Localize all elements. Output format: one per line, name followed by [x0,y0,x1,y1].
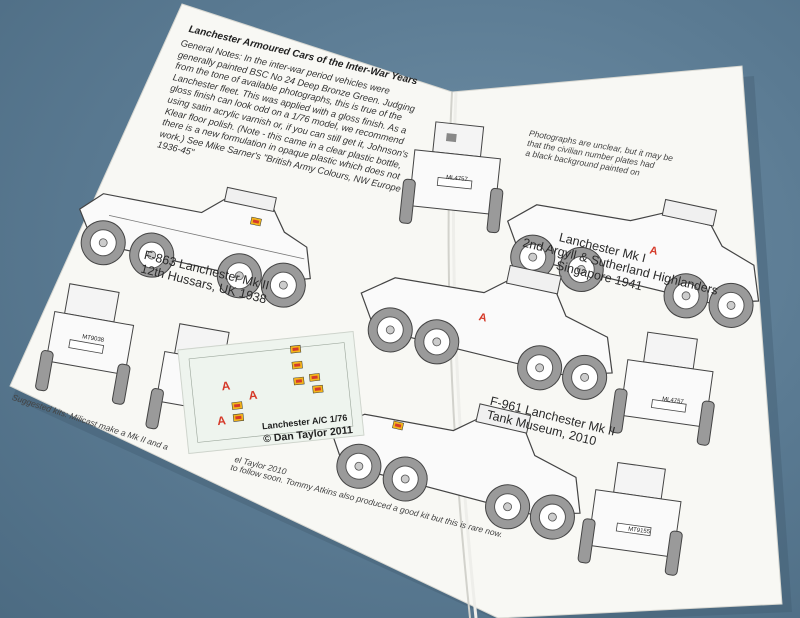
svg-text:A: A [478,311,488,324]
car-side-view-mk1: A [506,198,760,332]
car-front-view-left [35,283,135,405]
decal-letter: A [220,378,231,394]
car-side-view-center: A [360,264,613,404]
decal-text-block: A A A Lanchester A/C 1/76 © Dan Taylor 2… [216,369,353,460]
svg-text:A: A [648,244,658,257]
car-front-view-top [399,121,504,234]
car-front-view-bottom-right [577,461,683,576]
car-side-view-f961 [329,403,581,544]
decal-sheet [177,331,365,454]
car-rear-view-right [609,331,715,446]
decal-letter: A [247,387,259,403]
car-side-view-f863 [76,186,311,312]
decal-letter: A [216,413,227,429]
